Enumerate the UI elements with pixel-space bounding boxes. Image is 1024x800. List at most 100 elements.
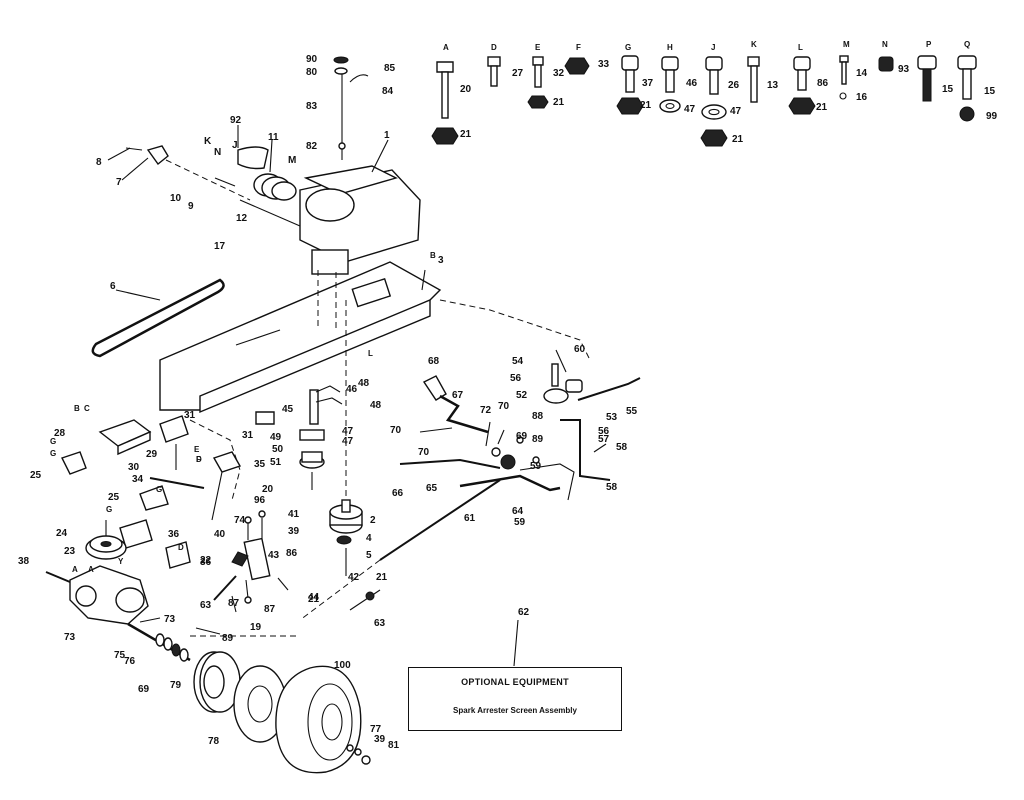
hardware-number: 32 — [553, 68, 565, 79]
assembly-letter: B — [74, 404, 80, 413]
pin-head-m-icon — [839, 55, 849, 63]
hardware-number: 21 — [732, 134, 744, 145]
callout-number: 60 — [574, 344, 586, 355]
callout-number: 5 — [366, 550, 372, 561]
bolt-shank-e-icon — [534, 64, 542, 88]
callout-number: 31 — [242, 430, 254, 441]
callout-number: 62 — [518, 607, 530, 618]
callout-number: 73 — [164, 614, 176, 625]
bolt-shank-h-icon — [665, 69, 675, 93]
bracket-7-icon — [146, 145, 169, 166]
hardware-letter: N — [882, 40, 888, 49]
callout-number: 45 — [282, 404, 294, 415]
callout-number: 80 — [306, 67, 318, 78]
callout-number: 64 — [512, 506, 524, 517]
hardware-number: 47 — [684, 104, 696, 115]
bolt-shank-k-icon — [750, 65, 758, 103]
assembly-letter: G — [50, 449, 56, 458]
rod-61-icon — [459, 474, 561, 492]
cap-90-icon — [333, 56, 349, 64]
callout-number: 53 — [606, 412, 618, 423]
hardware-number: 15 — [942, 84, 954, 95]
callout-number: 100 — [334, 660, 351, 671]
bolt-shank-l-icon — [797, 69, 807, 91]
callout-number: 49 — [270, 432, 282, 443]
bolt-shank-j-icon — [709, 69, 719, 95]
hardware-number: 47 — [730, 106, 742, 117]
callout-number: 41 — [288, 509, 300, 520]
star-washer-99-icon — [959, 106, 975, 122]
callout-number: 88 — [532, 411, 544, 422]
left-brackets — [61, 415, 242, 569]
assembly-letter: G — [50, 437, 56, 446]
assembly-letter: G — [106, 505, 112, 514]
hardware-number: 15 — [984, 86, 996, 97]
bolt-head-h-icon — [661, 56, 679, 71]
washer-j-icon — [701, 104, 727, 120]
hardware-letter: M — [843, 40, 850, 49]
callout-number: 84 — [382, 86, 394, 97]
nut-f-icon — [564, 57, 590, 75]
nut-21-icon — [431, 127, 459, 145]
optional-equipment-item: Spark Arrester Screen Assembly — [453, 706, 577, 715]
callout-number: 89 — [532, 434, 544, 445]
engine — [299, 56, 421, 275]
callout-number: 9 — [188, 201, 194, 212]
bolt-shank-a-icon — [441, 71, 449, 119]
callout-number: 21 — [308, 594, 320, 605]
bolt-head-q-icon — [957, 55, 977, 70]
hardware-letter: L — [798, 43, 803, 52]
frame — [159, 261, 591, 501]
callout-number: 73 — [64, 632, 76, 643]
callout-number: 36 — [200, 557, 212, 568]
callout-number: 35 — [254, 459, 266, 470]
callout-number: 48 — [370, 400, 382, 411]
shift-handle-icon — [422, 375, 447, 401]
assembly-letter: A — [88, 565, 94, 574]
callout-number: 6 — [110, 281, 116, 292]
callout-number: 47 — [342, 426, 354, 437]
assembly-letter: E — [194, 445, 200, 454]
optional-equipment-title: OPTIONAL EQUIPMENT — [461, 677, 569, 687]
hardware-number: 26 — [728, 80, 740, 91]
callout-number: 82 — [306, 141, 318, 152]
engine-flywheel-icon — [305, 188, 355, 222]
callout-number: 83 — [306, 101, 318, 112]
hardware-number: 93 — [898, 64, 910, 75]
hardware-number: 86 — [817, 78, 829, 89]
callout-number: 59 — [514, 517, 526, 528]
bolt-head-d-icon — [487, 56, 501, 67]
callout-number: N — [214, 147, 221, 158]
pto-pulley — [125, 145, 301, 227]
hardware-letter: P — [926, 40, 932, 49]
callout-number: 79 — [170, 680, 182, 691]
assembly-letter: D — [178, 543, 184, 552]
callout-number: 90 — [306, 54, 318, 65]
callout-number: 23 — [64, 546, 76, 557]
callout-number: 7 — [116, 177, 122, 188]
bolt-shank-g-icon — [625, 69, 635, 93]
lower-linkage — [213, 510, 289, 613]
callout-number: 61 — [464, 513, 476, 524]
nut-l-icon — [788, 97, 816, 115]
assembly-letter: L — [368, 349, 373, 358]
hardware-number: 14 — [856, 68, 868, 79]
washer-h-icon — [659, 99, 681, 113]
hardware-number: 33 — [598, 59, 610, 70]
assembly-letter: C — [84, 404, 90, 413]
callout-number: 69 — [516, 431, 528, 442]
bolt-head-a-icon — [436, 61, 454, 73]
callout-number: 51 — [270, 457, 282, 468]
hardware-number: 21 — [816, 102, 828, 113]
hardware-number: 20 — [460, 84, 472, 95]
hardware-letter: E — [535, 43, 541, 52]
callout-number: 28 — [54, 428, 66, 439]
callout-number: 43 — [268, 550, 280, 561]
assembly-letter: B — [430, 251, 436, 260]
hardware-letter: F — [576, 43, 581, 52]
assembly-letter: G — [156, 485, 162, 494]
callout-number: K — [204, 136, 212, 147]
callout-number: 56 — [510, 373, 522, 384]
assembly-letter: Y — [118, 557, 124, 566]
